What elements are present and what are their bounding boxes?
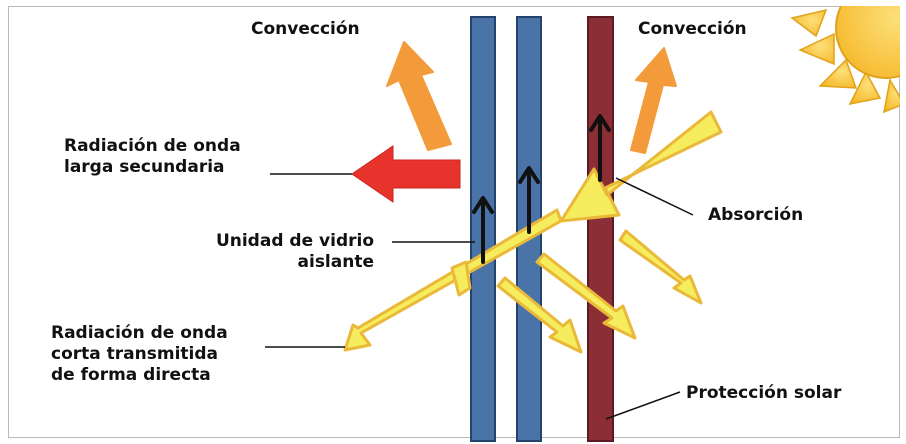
heat-up-arrows bbox=[472, 114, 611, 264]
label-radiacion-corta-line-1: Radiación de onda bbox=[51, 323, 228, 343]
sun-ray bbox=[798, 32, 835, 66]
sun-ray bbox=[790, 8, 828, 38]
label-radiacion-corta: Radiación de onda corta transmitida de f… bbox=[51, 323, 228, 386]
leader-proteccion bbox=[605, 391, 681, 420]
label-conveccion-right: Convección bbox=[638, 19, 747, 39]
sun-icon bbox=[790, 6, 900, 114]
label-radiacion-corta-line-2: corta transmitida bbox=[51, 344, 218, 364]
longwave-radiation-arrow bbox=[351, 145, 461, 203]
label-radiacion-corta-line-3: de forma directa bbox=[51, 365, 211, 385]
sun-ray bbox=[883, 77, 900, 114]
label-unidad-vidrio-line-1: Unidad de vidrio bbox=[215, 231, 374, 251]
shortwave-incoming-arrow bbox=[559, 110, 723, 223]
label-radiacion-larga-line-2: larga secundaria bbox=[64, 157, 225, 177]
up-arrow-2 bbox=[518, 166, 540, 234]
reflected-arrow-3 bbox=[496, 276, 583, 354]
solar-protection-layer bbox=[587, 16, 614, 442]
label-proteccion-solar: Protección solar bbox=[686, 383, 842, 403]
sun-ray bbox=[848, 70, 882, 106]
label-conveccion-left: Convección bbox=[251, 19, 360, 39]
up-arrow-3 bbox=[589, 114, 611, 182]
convection-arrow-left bbox=[386, 41, 452, 151]
reflected-arrow-1 bbox=[618, 229, 703, 305]
sun-disc bbox=[835, 6, 900, 79]
up-arrow-1 bbox=[472, 196, 494, 264]
label-unidad-vidrio: Unidad de vidrio aislante bbox=[188, 231, 374, 273]
reflected-arrow-2 bbox=[535, 252, 637, 340]
label-absorcion: Absorción bbox=[708, 205, 804, 225]
reflected-arrow-4 bbox=[450, 260, 472, 297]
sun-ray bbox=[818, 58, 858, 89]
label-unidad-vidrio-line-2: aislante bbox=[297, 252, 374, 272]
leader-absorcion bbox=[615, 177, 694, 216]
label-radiacion-larga-line-1: Radiación de onda bbox=[64, 136, 241, 156]
label-radiacion-larga: Radiación de onda larga secundaria bbox=[64, 136, 241, 178]
diagram-frame bbox=[8, 6, 900, 438]
convection-arrow-right bbox=[630, 47, 677, 154]
shortwave-transmitted-arrow bbox=[343, 208, 563, 352]
